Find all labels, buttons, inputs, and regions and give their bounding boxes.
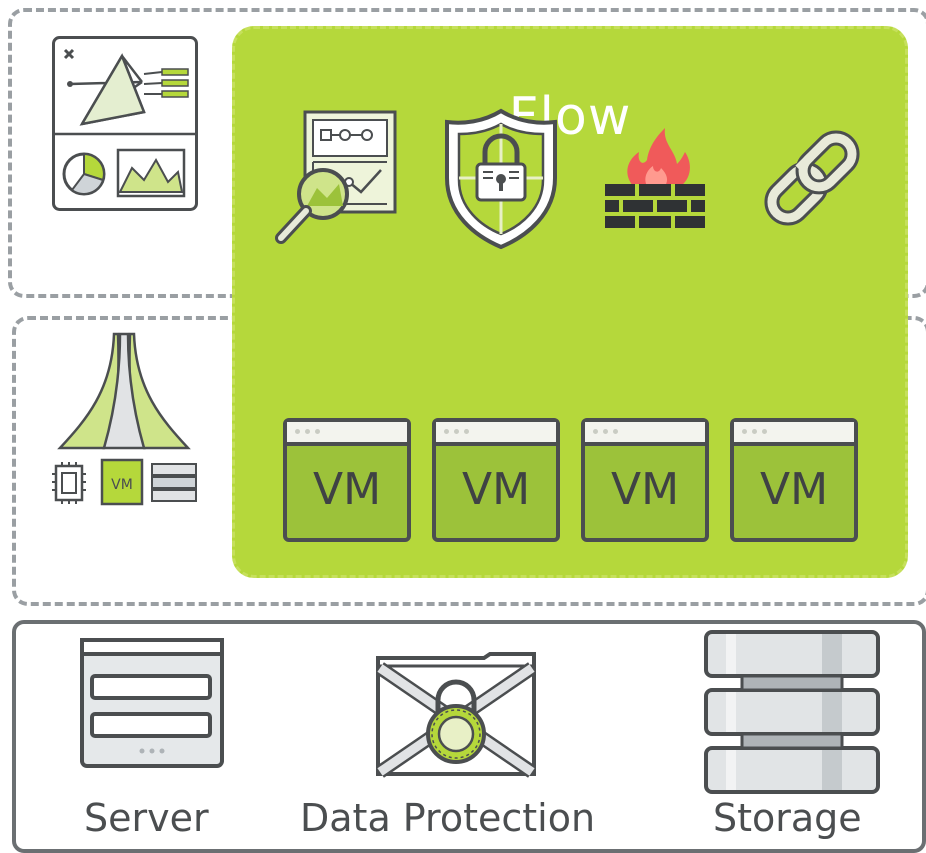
vm-label: VM (312, 464, 382, 515)
security-shield-icon (445, 108, 557, 250)
hypervisor-vm-chip-label: VM (111, 477, 133, 493)
firewall-icon (605, 128, 705, 228)
storage-label: Storage (713, 796, 862, 840)
vm-label: VM (759, 464, 829, 515)
storage-icon (704, 630, 880, 794)
server-icon (80, 638, 224, 768)
server-label: Server (84, 796, 209, 840)
hypervisor-icon (52, 332, 197, 506)
vm-box: VM (730, 418, 858, 542)
data-protection-label: Data Protection (300, 796, 596, 840)
analytics-icon (52, 36, 198, 211)
visibility-icon (275, 110, 397, 244)
vm-box: VM (581, 418, 709, 542)
vm-label: VM (610, 464, 680, 515)
infrastructure-box (12, 620, 926, 853)
chain-link-icon (764, 130, 860, 226)
vm-label: VM (461, 464, 531, 515)
vm-box: VM (432, 418, 560, 542)
data-protection-icon (376, 652, 536, 778)
vm-box: VM (283, 418, 411, 542)
